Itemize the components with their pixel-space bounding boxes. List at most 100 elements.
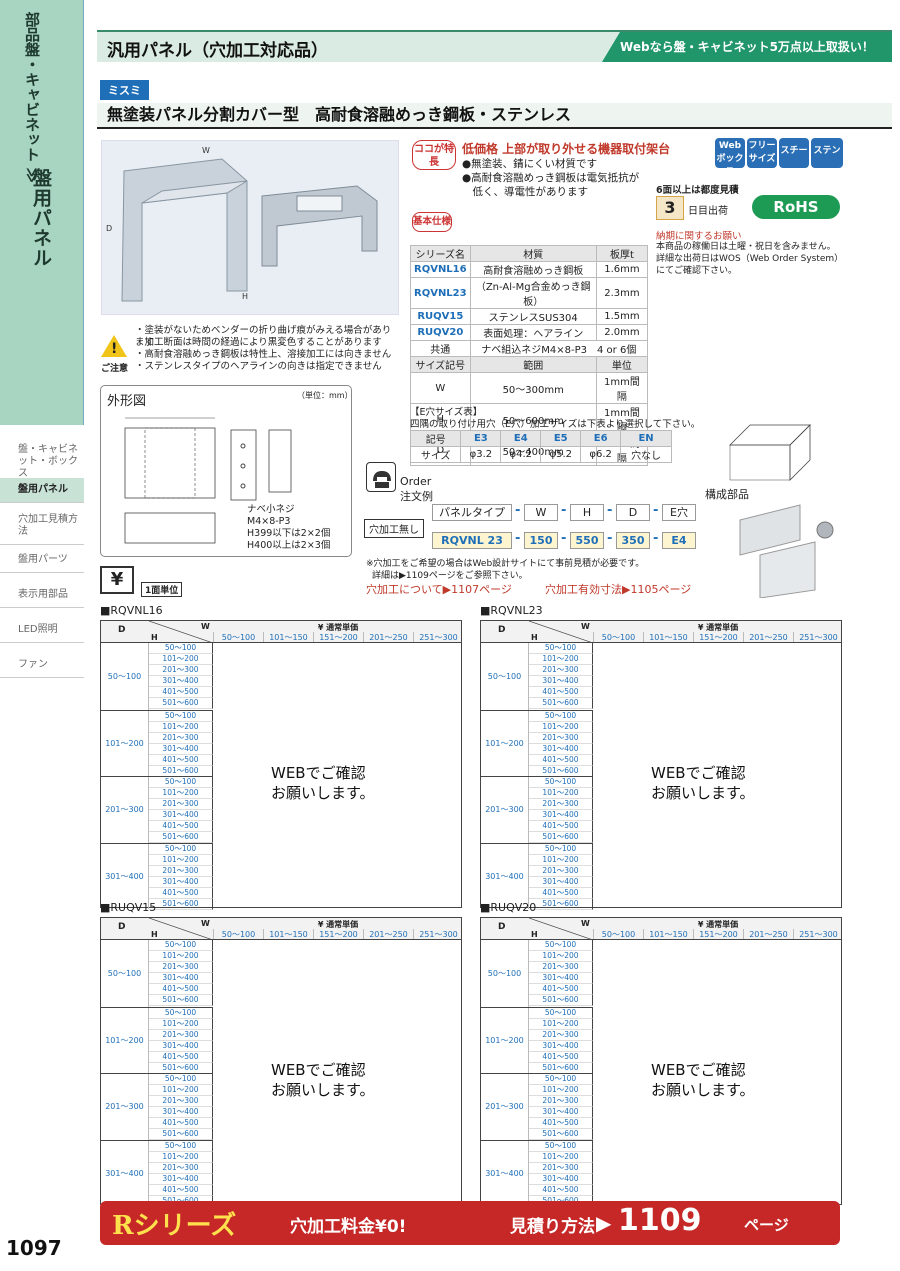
- caution-label: ご注意: [101, 364, 129, 374]
- size-header-cell: 範囲: [469, 356, 597, 373]
- h-range: 50～100: [529, 777, 593, 789]
- delivery-line: 本商品の稼働日は土曜・祝日を含みません。: [656, 242, 836, 252]
- sidebar-item-parts[interactable]: 盤用パーツ: [0, 548, 84, 573]
- phone-icon: [366, 462, 396, 492]
- h-range: 201～300: [149, 799, 213, 811]
- h-range: 401～500: [149, 821, 213, 833]
- h-range: 501～600: [149, 995, 213, 1007]
- h-range: 101～200: [149, 1018, 213, 1030]
- page-title: 汎用パネル（穴加工対応品）: [107, 41, 328, 61]
- header-w: W: [201, 919, 210, 928]
- web-confirm-message[interactable]: WEBでご確認お願いします。: [271, 763, 375, 803]
- sidebar-item-fan[interactable]: ファン: [0, 653, 84, 678]
- h-range: 501～600: [529, 698, 593, 710]
- sidebar-item-display[interactable]: 表示用部品: [0, 583, 84, 608]
- web-confirm-message[interactable]: WEBでご確認お願いします。: [651, 1060, 755, 1100]
- h-range: 101～200: [149, 1151, 213, 1163]
- spec-series[interactable]: RUQV20: [410, 324, 471, 341]
- order-label-jp: 注文例: [400, 490, 433, 503]
- h-range: 50～100: [149, 1140, 213, 1152]
- h-range: 101～200: [529, 951, 593, 963]
- h-range: 201～300: [529, 665, 593, 677]
- h-range: 501～600: [529, 995, 593, 1007]
- sidebar-category[interactable]: 部品盤・キャビネット ≫: [23, 12, 41, 183]
- h-range: 301～400: [149, 973, 213, 985]
- sidebar-item-hole-quote[interactable]: 穴加工見積方法: [0, 508, 84, 545]
- web-banner[interactable]: Webなら盤・キャビネット5万点以上取扱い！: [602, 32, 892, 62]
- h-range: 101～200: [149, 1085, 213, 1097]
- order-note-link[interactable]: 詳細は▶1109ページをご参照下さい。: [372, 571, 528, 581]
- price-table-title: ■RUQV20: [480, 901, 537, 914]
- footer-page[interactable]: 1109: [618, 1203, 702, 1238]
- h-range: 401～500: [149, 887, 213, 899]
- page-header: 汎用パネル（穴加工対応品） Webなら盤・キャビネット5万点以上取扱い！: [97, 30, 892, 62]
- spec-material: 高耐食溶融めっき鋼板: [469, 261, 597, 278]
- web-confirm-message[interactable]: WEBでご確認お願いします。: [651, 763, 755, 803]
- arrow-right-icon: ▶: [596, 1211, 612, 1235]
- footer-banner[interactable]: Rシリーズ 穴加工料金¥0! 見積り方法 ▶ 1109 ページ: [100, 1201, 840, 1245]
- w-range: 201～250: [363, 632, 413, 643]
- e-code: E4: [500, 430, 542, 447]
- spec-series[interactable]: RUQV15: [410, 308, 471, 325]
- spec-header-cell: 材質: [469, 245, 597, 262]
- brand-badge: ミスミ: [100, 80, 149, 100]
- e-code: E6: [580, 430, 622, 447]
- d-range: 301～400: [481, 843, 529, 909]
- spec-series[interactable]: RQVNL23: [410, 277, 471, 309]
- w-range: 101～150: [263, 929, 313, 940]
- size-header-cell: 単位: [595, 356, 649, 373]
- spec-badge: 基本仕様: [412, 212, 452, 232]
- h-range: 101～200: [149, 654, 213, 666]
- header-w: W: [201, 622, 210, 631]
- d-range: 201～300: [101, 777, 149, 843]
- drawing-unit: （単位：mm）: [297, 391, 353, 400]
- d-range: 301～400: [101, 1140, 149, 1206]
- h-range: 401～500: [149, 984, 213, 996]
- order-dash: -: [561, 531, 567, 546]
- w-range: 101～150: [263, 632, 313, 643]
- sidebar-item-panel[interactable]: 盤用パネル: [0, 478, 84, 503]
- h-range: 101～200: [529, 654, 593, 666]
- h-range: 301～400: [149, 676, 213, 688]
- spec-thickness: 2.0mm: [595, 324, 649, 341]
- ship-days: 3: [656, 196, 684, 220]
- size-unit: 1mm間隔: [595, 372, 649, 404]
- sidebar-item-led[interactable]: LED照明: [0, 618, 84, 643]
- h-range: 50～100: [529, 1140, 593, 1152]
- feature-item: 低く、導電性があります: [462, 186, 588, 198]
- drawing-side-svg: [230, 429, 257, 501]
- hole-processing-link[interactable]: 穴加工について▶1107ページ: [366, 583, 512, 596]
- order-value-w: 150: [524, 532, 558, 549]
- w-range: 251～300: [793, 632, 843, 643]
- components-photo: [739, 504, 834, 598]
- d-range: 201～300: [481, 777, 529, 843]
- header-h: H: [151, 930, 158, 939]
- spec-series[interactable]: RQVNL16: [410, 261, 471, 278]
- exclamation-icon: !: [111, 341, 118, 357]
- order-dash: -: [561, 503, 567, 518]
- web-confirm-line: お願いします。: [271, 1081, 375, 1099]
- size-range: 50～600mm: [469, 403, 597, 435]
- spec-thickness: 2.3mm: [595, 277, 649, 309]
- h-range: 50～100: [529, 940, 593, 952]
- h-range: 301～400: [149, 876, 213, 888]
- h-range: 201～300: [529, 1162, 593, 1174]
- h-range: 401～500: [529, 754, 593, 766]
- caution-line: ・ステンレスタイプのヘアラインの向きは指定できません: [135, 361, 382, 372]
- unit-note: 1面単位: [141, 582, 183, 597]
- d-range: 201～300: [101, 1074, 149, 1140]
- e-size-label: サイズ: [409, 446, 462, 463]
- web-confirm-message[interactable]: WEBでご確認お願いします。: [271, 1060, 375, 1100]
- hole-dimension-link[interactable]: 穴加工有効寸法▶1105ページ: [545, 583, 692, 596]
